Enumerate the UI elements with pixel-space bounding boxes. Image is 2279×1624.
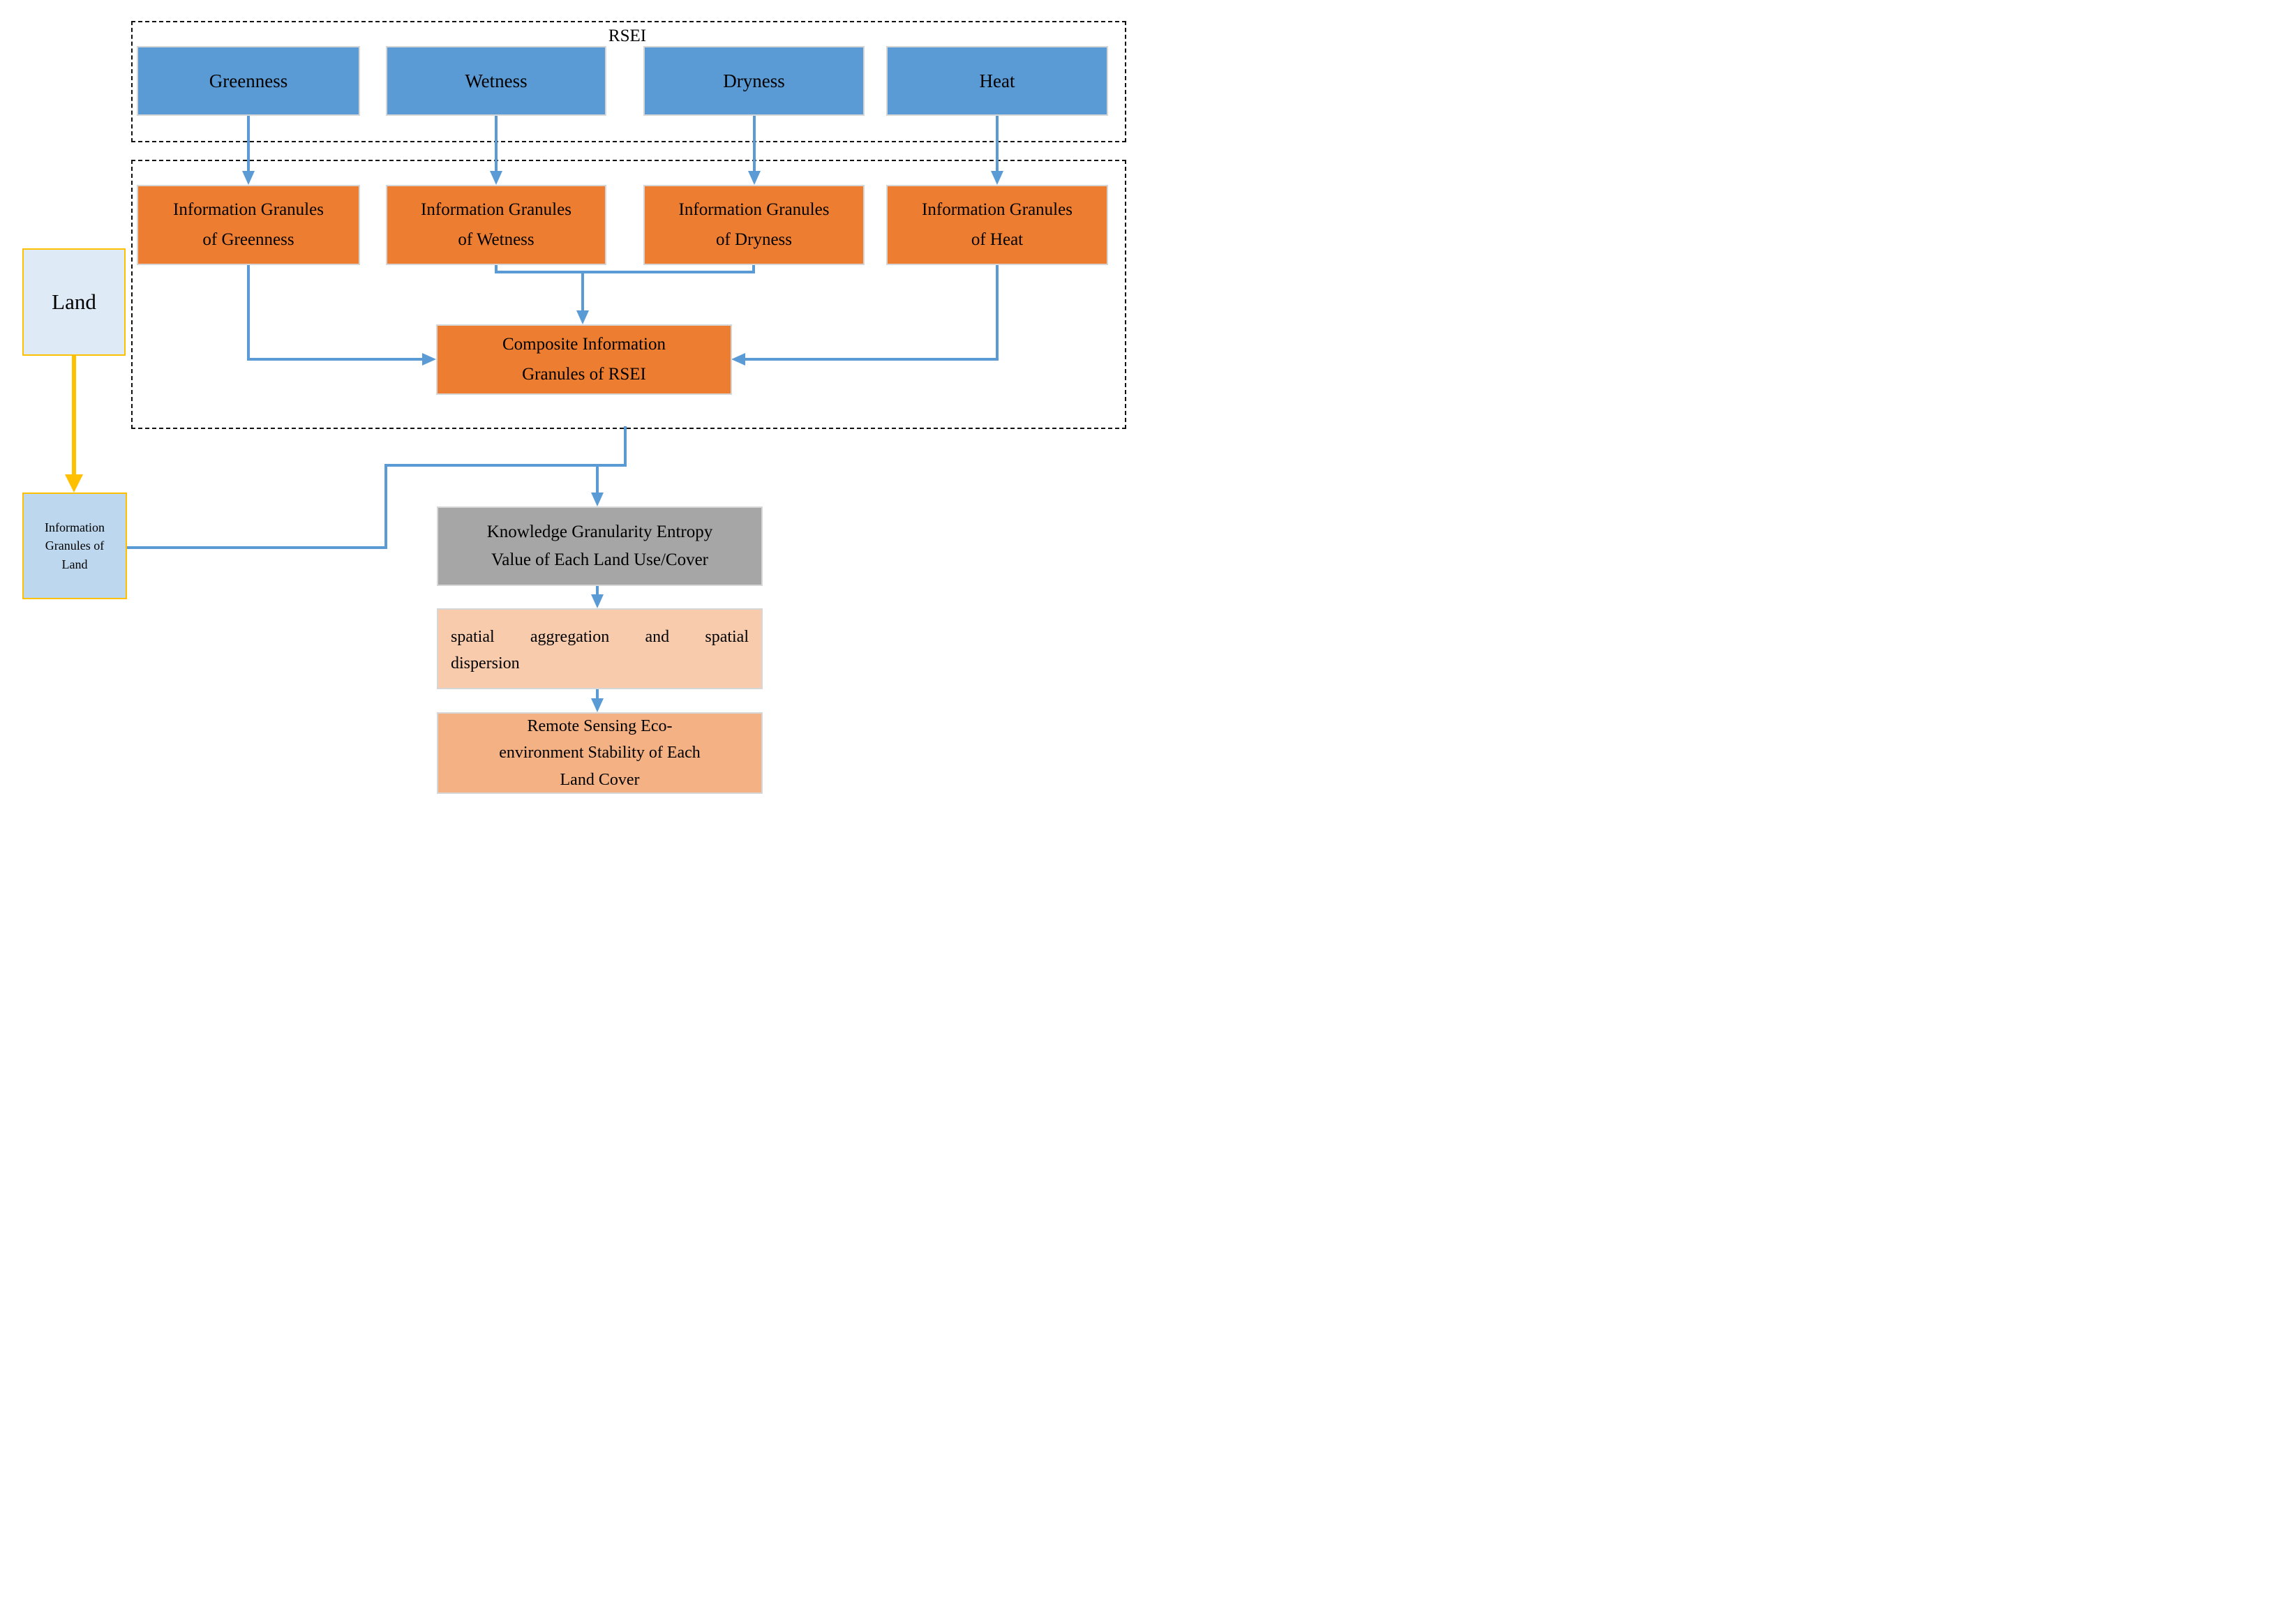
spatial-box: spatial aggregation and spatial dispersi… <box>437 608 763 689</box>
connector-greenness-branch-down <box>247 265 250 361</box>
arrowhead-into-spatial <box>591 594 604 608</box>
arrowhead-greenness-down <box>242 171 255 185</box>
info-granules-greenness-box: Information Granules of Greenness <box>137 185 360 265</box>
arrowhead-merge-into-composite <box>576 310 589 324</box>
connector-composite-out-horizontal <box>384 464 627 467</box>
info-granules-heat-box: Information Granules of Heat <box>886 185 1108 265</box>
connector-knowledge-to-spatial <box>596 586 599 594</box>
flowchart-canvas: RSEI Greenness Wetness Dryness Heat Info… <box>0 0 1140 812</box>
wetness-box: Wetness <box>386 46 606 116</box>
connector-dryness-merge-stub <box>752 265 755 273</box>
connector-greenness-down <box>247 116 250 172</box>
arrowhead-land-down <box>65 474 83 493</box>
land-label: Land <box>52 290 96 315</box>
rsei-dashed-region <box>131 21 1126 142</box>
connector-merge-drop <box>581 271 584 310</box>
info-granules-wetness-box: Information Granules of Wetness <box>386 185 606 265</box>
granules-dashed-region <box>131 160 1126 429</box>
connector-composite-out-down <box>624 426 627 467</box>
spatial-line-2: dispersion <box>451 654 520 673</box>
connector-wetness-merge-stub <box>495 265 498 273</box>
land-box: Land <box>22 248 126 356</box>
heat-box: Heat <box>886 46 1108 116</box>
connector-wetness-down <box>495 116 498 172</box>
connector-left-branch-down <box>384 464 387 549</box>
stability-box: Remote Sensing Eco- environment Stabilit… <box>437 712 763 794</box>
heat-label: Heat <box>979 70 1015 91</box>
connector-land-granules-link <box>127 546 387 549</box>
arrowhead-into-stability <box>591 698 604 712</box>
arrowhead-heat-down <box>991 171 1003 185</box>
rsei-region-label: RSEI <box>608 27 647 45</box>
connector-spatial-to-stability <box>596 689 599 698</box>
land-granules-box: Information Granules of Land <box>22 493 127 599</box>
connector-dryness-down <box>753 116 756 172</box>
wetness-label: Wetness <box>465 70 528 91</box>
connector-knowledge-stub <box>596 464 599 493</box>
knowledge-entropy-box: Knowledge Granularity Entropy Value of E… <box>437 506 763 586</box>
dryness-label: Dryness <box>723 70 785 91</box>
spatial-line-1: spatial aggregation and spatial <box>451 628 749 646</box>
connector-land-down <box>72 356 76 474</box>
connector-heat-down <box>996 116 999 172</box>
greenness-box: Greenness <box>137 46 360 116</box>
arrowhead-wetness-down <box>490 171 502 185</box>
arrowhead-greenness-into-composite <box>422 353 436 366</box>
dryness-box: Dryness <box>643 46 865 116</box>
connector-heat-branch-left <box>745 358 999 361</box>
arrowhead-heat-into-composite <box>731 353 745 366</box>
arrowhead-dryness-down <box>748 171 761 185</box>
greenness-label: Greenness <box>209 70 288 91</box>
connector-heat-branch-down <box>996 265 999 361</box>
composite-granules-box: Composite Information Granules of RSEI <box>436 324 732 395</box>
arrowhead-into-knowledge <box>591 493 604 506</box>
connector-merge-horizontal <box>495 271 755 273</box>
connector-greenness-branch-right <box>247 358 422 361</box>
info-granules-dryness-box: Information Granules of Dryness <box>643 185 865 265</box>
